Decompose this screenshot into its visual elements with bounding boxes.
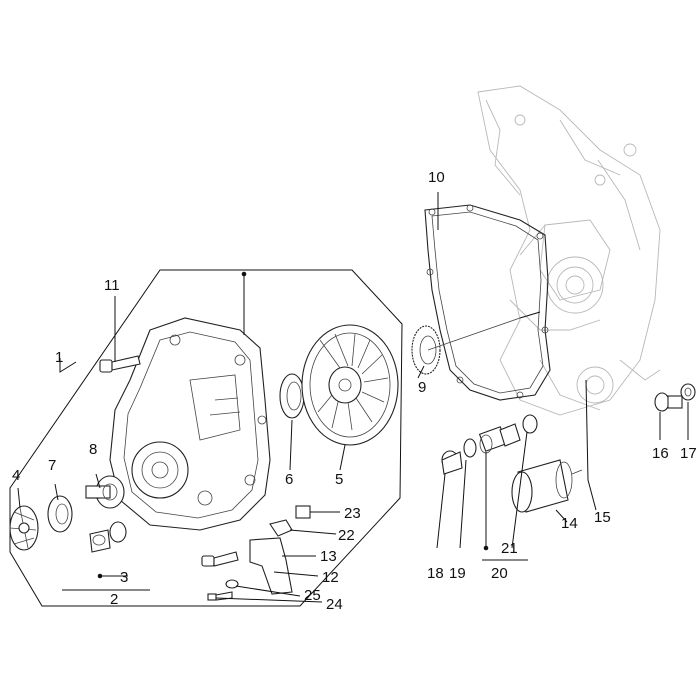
label-13: 13	[320, 548, 337, 565]
label-24: 24	[326, 596, 343, 613]
label-16: 16	[652, 445, 669, 462]
label-12: 12	[322, 569, 339, 586]
label-18: 18	[427, 565, 444, 582]
label-19: 19	[449, 565, 466, 582]
leader-lines	[17, 192, 689, 603]
parts-22-25-hardware	[201, 505, 311, 601]
part-4-impeller	[9, 505, 39, 551]
parts-14-21-filter-group	[441, 383, 696, 513]
label-10: 10	[428, 169, 445, 186]
part-5-fan	[301, 324, 399, 446]
part-3-plug	[89, 521, 127, 553]
engine-crankcase-ghost	[477, 85, 661, 416]
label-5: 5	[335, 471, 343, 488]
label-23: 23	[344, 505, 361, 522]
label-22: 22	[338, 527, 355, 544]
label-17: 17	[680, 445, 697, 462]
part-7-seal	[47, 495, 73, 533]
part-8-pump-shaft	[85, 475, 125, 509]
part-number-labels: 1 11 10 8 7 4 3 2 6 5 9 23 22 13 12 25 2…	[12, 169, 697, 613]
label-11: 11	[104, 277, 120, 294]
label-25: 25	[304, 587, 321, 604]
part-11-bolt	[99, 355, 141, 373]
label-15: 15	[594, 509, 611, 526]
part-1-crankcase-cover	[109, 317, 271, 531]
label-3: 3	[120, 569, 128, 586]
label-14: 14	[561, 515, 578, 532]
label-8: 8	[89, 441, 97, 458]
label-6: 6	[285, 471, 293, 488]
label-21: 21	[501, 540, 518, 557]
part-6-seal	[279, 373, 305, 419]
group-1-frame	[9, 269, 403, 607]
part-10-gasket	[424, 204, 551, 401]
label-20: 20	[491, 565, 508, 582]
label-9: 9	[418, 379, 426, 396]
label-7: 7	[48, 457, 56, 474]
label-4: 4	[12, 467, 20, 484]
label-1: 1	[55, 349, 63, 366]
part-9-gear	[411, 317, 521, 375]
label-2: 2	[110, 591, 118, 608]
